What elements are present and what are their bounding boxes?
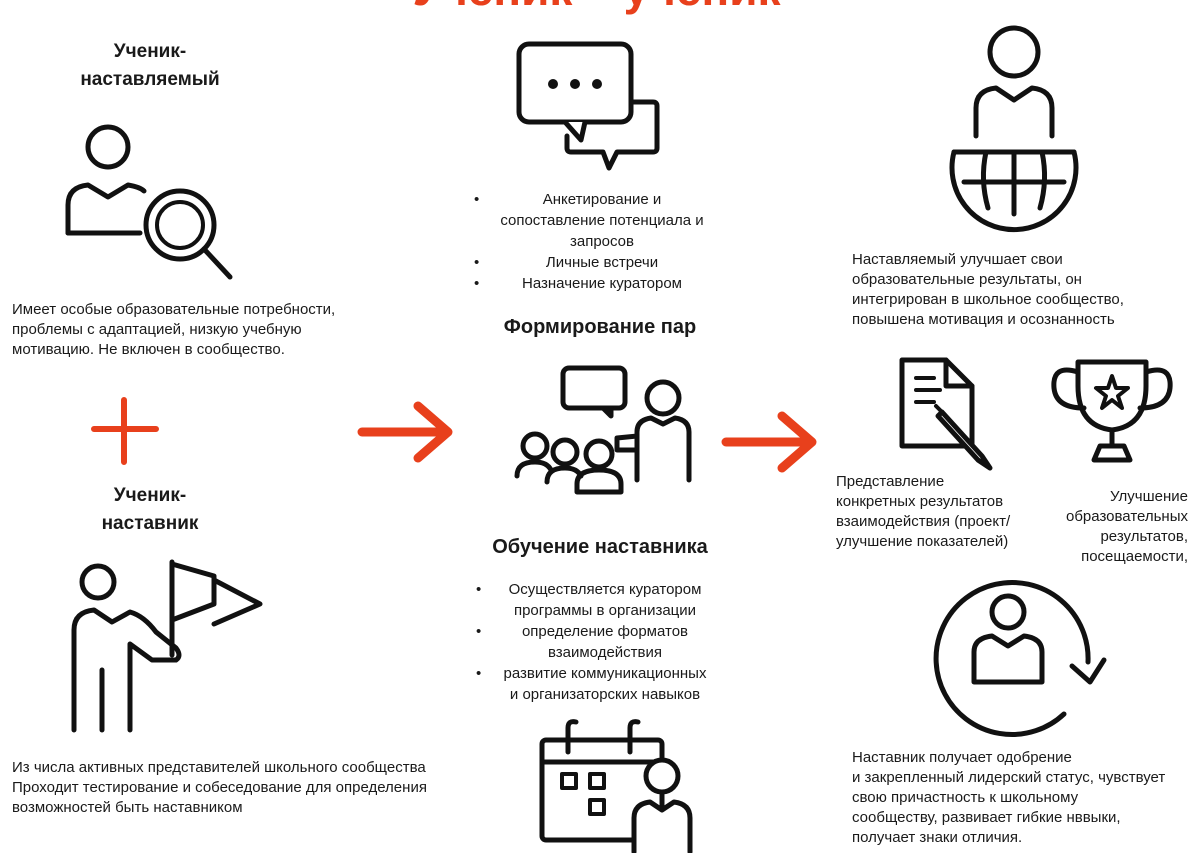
presentation-text: Представление конкретных результатов вза… bbox=[836, 473, 1011, 550]
document-pen-icon bbox=[899, 357, 993, 471]
mentee-result-text: Наставляемый улучшает свои образовательн… bbox=[852, 251, 1124, 328]
arrow-right-icon bbox=[721, 411, 817, 473]
training-heading: Обучение наставника bbox=[492, 536, 708, 558]
training-item: развитие коммуникационных и организаторс… bbox=[476, 663, 730, 705]
training-list: Осуществляется куратором программы в орг… bbox=[476, 579, 730, 705]
mentor-heading: Ученик- наставник bbox=[101, 485, 199, 534]
training-item: Осуществляется куратором программы в орг… bbox=[476, 579, 730, 621]
group-presentation-icon bbox=[514, 365, 692, 495]
mentee-heading: Ученик- наставляемый bbox=[80, 41, 220, 90]
pairing-item: Назначение куратором bbox=[474, 273, 726, 294]
mentor-description: Из числа активных представителей школьно… bbox=[12, 759, 427, 816]
person-cycle-icon bbox=[933, 580, 1107, 737]
pairing-item: Личные встречи bbox=[474, 252, 726, 273]
plus-icon bbox=[91, 397, 159, 465]
chat-bubbles-icon bbox=[516, 41, 660, 171]
training-item: определение форматов взаимодействия bbox=[476, 621, 730, 663]
arrow-right-icon bbox=[357, 401, 453, 463]
page-title: Ученик – ученик bbox=[0, 0, 1193, 12]
calendar-icon bbox=[539, 719, 693, 853]
mentor-flag-icon bbox=[71, 559, 263, 733]
person-globe-icon bbox=[949, 25, 1079, 233]
mentee-description: Имеет особые образовательные потребности… bbox=[12, 301, 336, 358]
mentor-result-text: Наставник получает одобрение и закреплен… bbox=[852, 749, 1166, 846]
pairing-list: Анкетирование и сопоставление потенциала… bbox=[474, 189, 726, 294]
pairing-item: Анкетирование и сопоставление потенциала… bbox=[474, 189, 726, 252]
improvement-text: Улучшение образовательных результатов, п… bbox=[1066, 488, 1188, 565]
pairing-heading: Формирование пар bbox=[503, 316, 697, 338]
mentee-search-icon bbox=[65, 124, 233, 280]
trophy-icon bbox=[1051, 359, 1173, 463]
